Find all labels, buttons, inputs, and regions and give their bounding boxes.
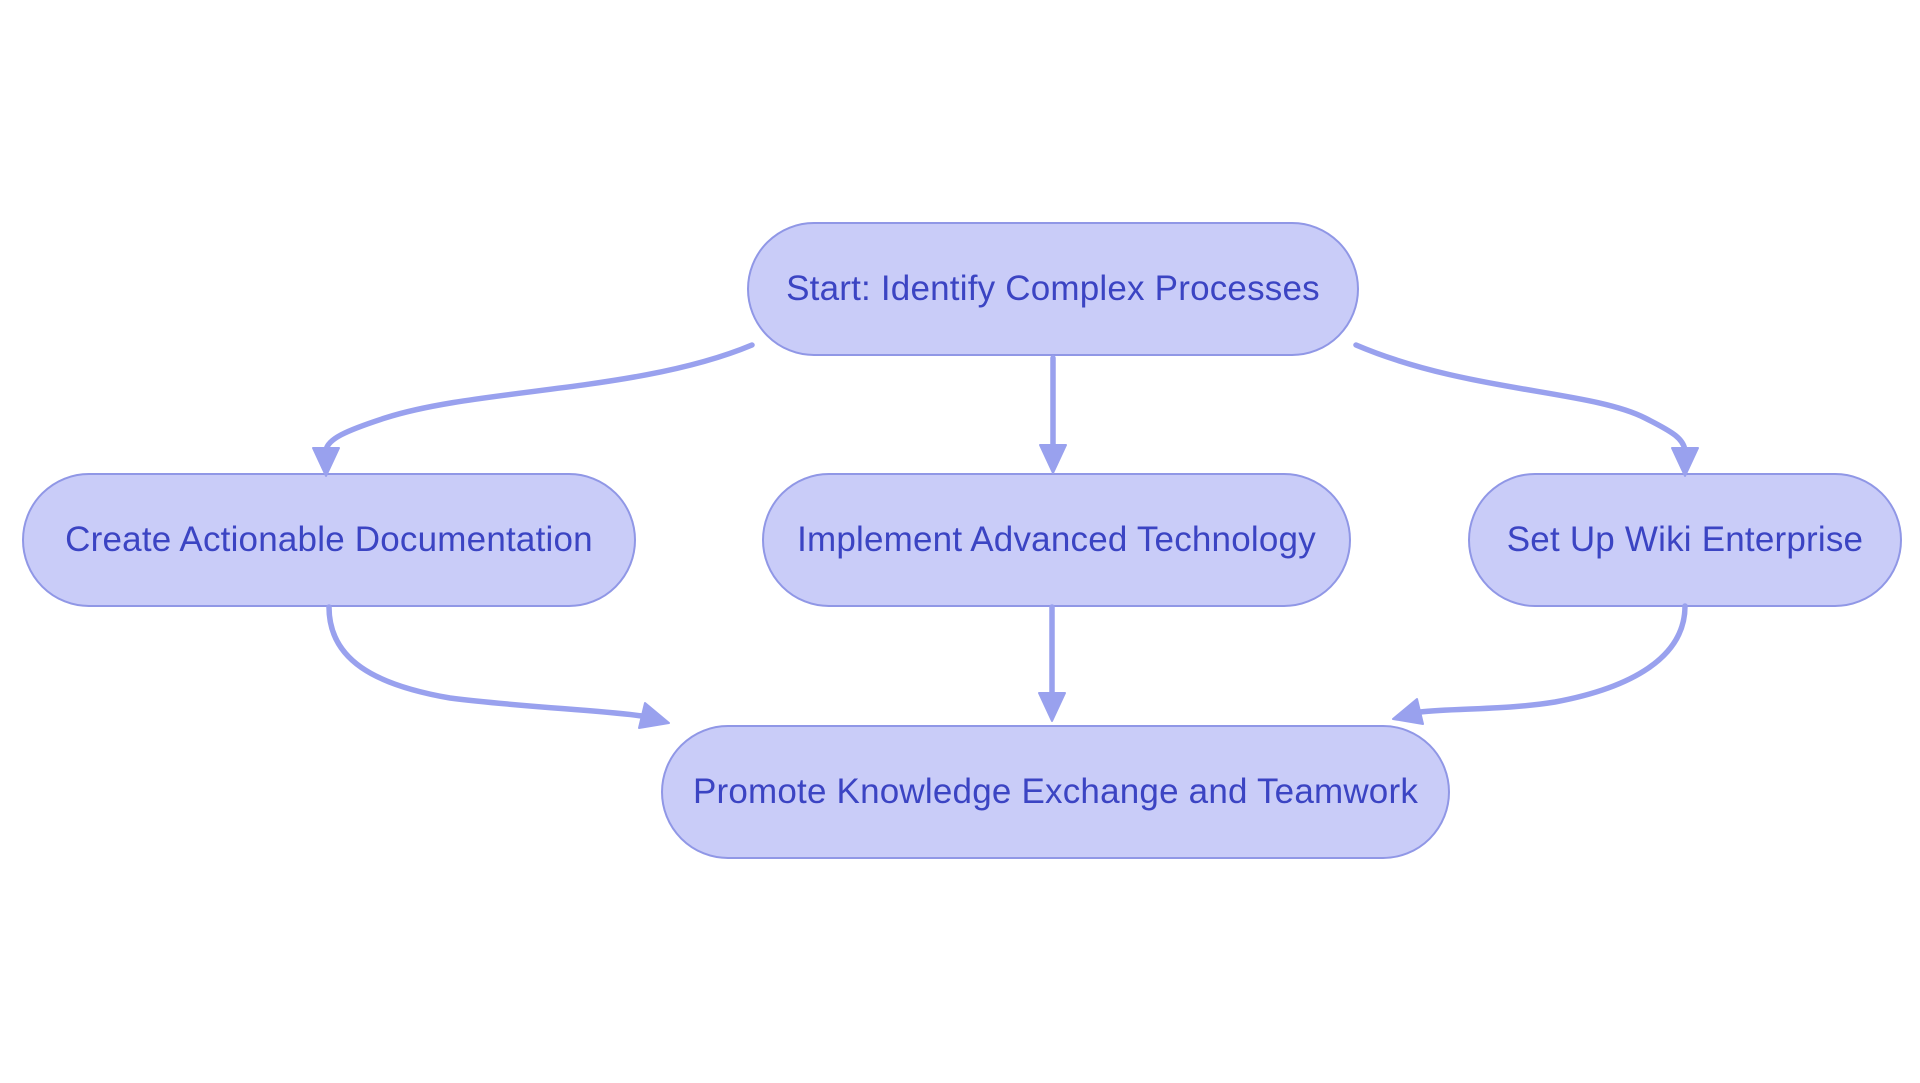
- node-create-actionable-documentation: Create Actionable Documentation: [22, 473, 636, 607]
- node-wiki-label: Set Up Wiki Enterprise: [1506, 520, 1864, 559]
- edge-wiki-to-promote: [1417, 603, 1688, 715]
- edge-start-to-doc: [323, 342, 755, 453]
- arrowhead-start-to-wiki: [1671, 447, 1699, 477]
- node-tech-label: Implement Advanced Technology: [797, 520, 1316, 559]
- arrowhead-start-to-doc: [312, 447, 340, 477]
- node-promote-label: Promote Knowledge Exchange and Teamwork: [692, 772, 1419, 811]
- node-start: Start: Identify Complex Processes: [747, 222, 1359, 356]
- node-promote-knowledge-exchange: Promote Knowledge Exchange and Teamwork: [661, 725, 1450, 859]
- arrowhead-wiki-to-promote: [1392, 698, 1424, 725]
- node-implement-advanced-technology: Implement Advanced Technology: [762, 473, 1351, 607]
- edge-start-to-wiki: [1353, 342, 1688, 453]
- node-doc-label: Create Actionable Documentation: [65, 520, 593, 559]
- arrowhead-tech-to-promote: [1038, 692, 1066, 722]
- edge-doc-to-promote: [326, 604, 645, 719]
- node-start-label: Start: Identify Complex Processes: [786, 269, 1320, 308]
- arrowhead-doc-to-promote: [638, 702, 670, 729]
- node-set-up-wiki-enterprise: Set Up Wiki Enterprise: [1468, 473, 1902, 607]
- arrowhead-start-to-tech: [1039, 444, 1067, 474]
